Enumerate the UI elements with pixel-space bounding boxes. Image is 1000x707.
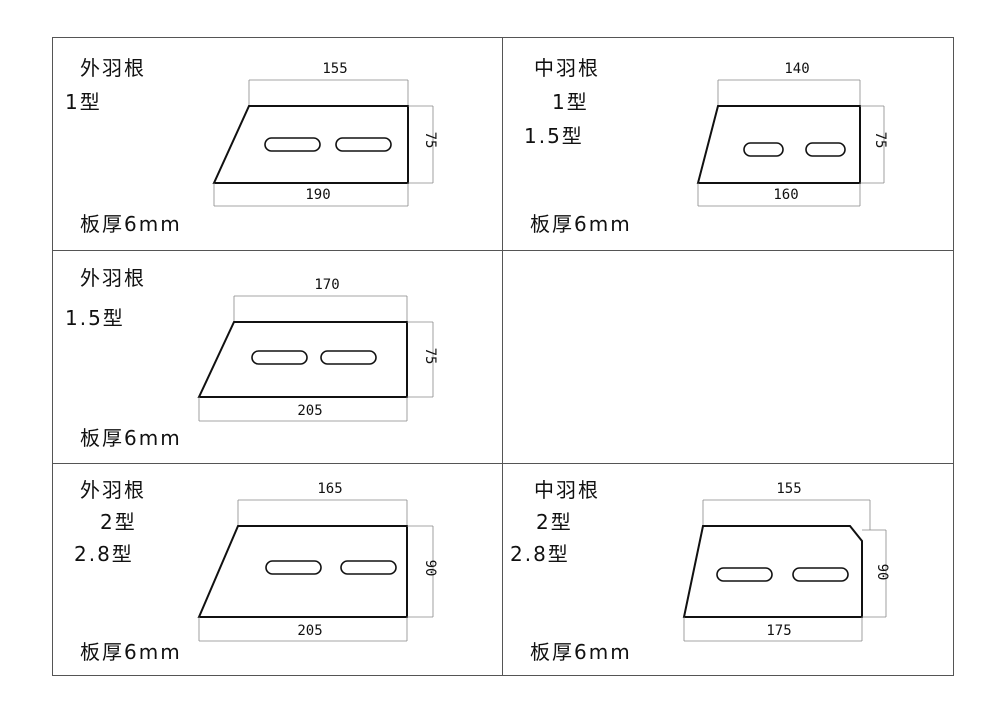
panel-5-slot-right: [792, 567, 849, 582]
panel-3-name: 外羽根: [80, 266, 146, 290]
panel-1-type-1: 1型: [65, 90, 102, 114]
panel-4-thickness: 板厚6mm: [80, 640, 182, 664]
column-divider: [502, 37, 503, 676]
panel-2-drawing: 140 75 160: [696, 61, 888, 207]
panel-5-name: 中羽根: [534, 478, 600, 502]
panel-5-thickness: 板厚6mm: [530, 640, 632, 664]
drawing-table: [52, 37, 954, 676]
panel-5-plate-outline: [682, 525, 863, 618]
panel-5-bottom-dim: 175: [766, 623, 791, 639]
panel-1-top-dim: 155: [322, 61, 347, 77]
panel-1-name: 外羽根: [80, 56, 146, 80]
panel-4-top-dim: 165: [317, 481, 342, 497]
panel-5-height-dim: 90: [874, 564, 890, 581]
panel-2-slot-right: [805, 142, 846, 157]
panel-1-slot-left: [264, 137, 321, 152]
panel-4-type-1: 2型: [100, 510, 137, 534]
panel-2-type-1: 1型: [552, 90, 589, 114]
panel-4-slot-left: [265, 560, 322, 575]
row-divider-2: [52, 463, 954, 464]
panel-2-top-dim: 140: [784, 61, 809, 77]
panel-4-bottom-dim: 205: [297, 623, 322, 639]
panel-1-thickness: 板厚6mm: [80, 212, 182, 236]
panel-5-drawing: 155 90 175: [682, 481, 890, 642]
row-divider-1: [52, 250, 954, 251]
panel-3-top-dim: 170: [314, 277, 339, 293]
panel-3-height-dim: 75: [422, 348, 438, 365]
panel-2-slot-left: [743, 142, 784, 157]
panel-3-drawing: 170 75 205: [197, 277, 438, 422]
panel-1-slot-right: [335, 137, 392, 152]
panel-4-name: 外羽根: [80, 478, 146, 502]
panel-4-plate-outline: [197, 525, 408, 618]
panel-5-type-2: 2.8型: [510, 542, 570, 566]
panel-4-slot-right: [340, 560, 397, 575]
panel-2-plate-outline: [696, 105, 861, 184]
panel-3-slot-right: [320, 350, 377, 365]
panel-2-name: 中羽根: [534, 56, 600, 80]
panel-4-height-dim: 90: [422, 560, 438, 577]
panel-5-top-dim: 155: [776, 481, 801, 497]
panel-3-thickness: 板厚6mm: [80, 426, 182, 450]
panel-3-type-1: 1.5型: [65, 306, 125, 330]
panel-3-slot-left: [251, 350, 308, 365]
panel-5-type-1: 2型: [536, 510, 573, 534]
panel-1-height-dim: 75: [422, 132, 438, 149]
panel-2-type-2: 1.5型: [524, 124, 584, 148]
panel-1-bottom-dim: 190: [305, 187, 330, 203]
panel-3-bottom-dim: 205: [297, 403, 322, 419]
panel-2-bottom-dim: 160: [773, 187, 798, 203]
panel-1-plate-outline: [212, 105, 409, 184]
panel-4-type-2: 2.8型: [74, 542, 134, 566]
panel-1-drawing: 155 75 190: [212, 61, 438, 207]
panel-2-thickness: 板厚6mm: [530, 212, 632, 236]
panel-2-height-dim: 75: [872, 132, 888, 149]
panel-4-drawing: 165 90 205: [197, 481, 438, 642]
panel-5-slot-left: [716, 567, 773, 582]
